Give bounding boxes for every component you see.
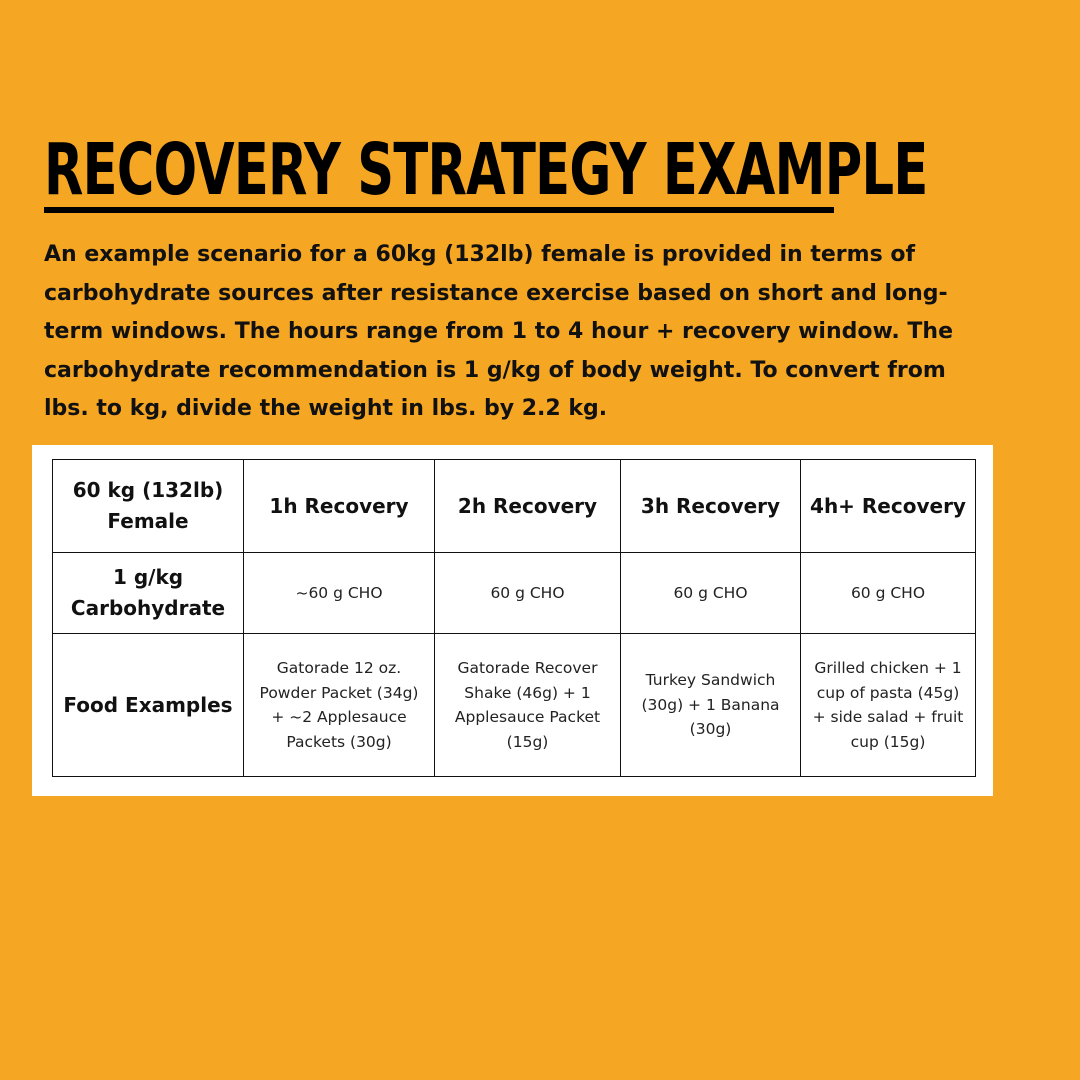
food-1h-cell: Gatorade 12 oz. Powder Packet (34g) + ~2… (243, 633, 435, 777)
food-line: (30g) (689, 720, 732, 739)
carbohydrate-label-cell: 1 g/kg Carbohydrate (52, 552, 244, 634)
header-subject-line: Female (107, 509, 189, 533)
food-examples-label: Food Examples (52, 633, 244, 777)
food-line: Gatorade 12 oz. (276, 659, 402, 677)
food-line: Shake (46g) + 1 (464, 683, 591, 702)
carbohydrate-4h-cell: 60 g CHO (800, 552, 976, 634)
food-line: + ~2 Applesauce (271, 708, 407, 726)
intro-paragraph: An example scenario for a 60kg (132lb) f… (44, 242, 954, 421)
food-line: (15g) (506, 732, 549, 751)
recovery-table-card: 60 kg (132lb) Female 1h Recovery 2h Reco… (32, 445, 993, 796)
header-1h-recovery: 1h Recovery (243, 459, 435, 553)
food-line: Applesauce Packet (454, 708, 601, 726)
table-header-row: 60 kg (132lb) Female 1h Recovery 2h Reco… (52, 459, 976, 553)
food-4h-cell: Grilled chicken + 1 cup of pasta (45g) +… (800, 633, 976, 777)
header-3h-recovery: 3h Recovery (620, 459, 801, 553)
food-line: (30g) + 1 Banana (641, 695, 780, 714)
carbohydrate-label-line: 1 g/kg (112, 565, 184, 589)
food-examples-row: Food Examples Gatorade 12 oz. Powder Pac… (52, 633, 976, 777)
header-4h-recovery: 4h+ Recovery (800, 459, 976, 553)
carbohydrate-2h-cell: 60 g CHO (434, 552, 621, 634)
carbohydrate-1h-cell: ~60 g CHO (243, 552, 435, 634)
recovery-table: 60 kg (132lb) Female 1h Recovery 2h Reco… (52, 459, 976, 777)
food-line: cup of pasta (45g) (816, 683, 960, 702)
carbohydrate-label-line: Carbohydrate (70, 596, 226, 620)
food-line: cup (15g) (850, 732, 926, 751)
food-2h-cell: Gatorade Recover Shake (46g) + 1 Applesa… (434, 633, 621, 777)
food-3h-cell: Turkey Sandwich (30g) + 1 Banana (30g) (620, 633, 801, 777)
food-line: Gatorade Recover (457, 659, 598, 677)
carbohydrate-row: 1 g/kg Carbohydrate ~60 g CHO 60 g CHO 6… (52, 552, 976, 634)
food-line: Grilled chicken + 1 (814, 659, 962, 677)
header-subject-line: 60 kg (132lb) (72, 478, 224, 502)
page-title: RECOVERY STRATEGY EXAMPLE (44, 128, 928, 211)
header-subject-cell: 60 kg (132lb) Female (52, 459, 244, 553)
food-line: Packets (30g) (286, 732, 392, 751)
food-line: Turkey Sandwich (645, 671, 776, 690)
header-2h-recovery: 2h Recovery (434, 459, 621, 553)
carbohydrate-3h-cell: 60 g CHO (620, 552, 801, 634)
title-underline (44, 207, 834, 213)
food-line: Powder Packet (34g) (259, 683, 419, 702)
food-line: + side salad + fruit (812, 708, 964, 726)
